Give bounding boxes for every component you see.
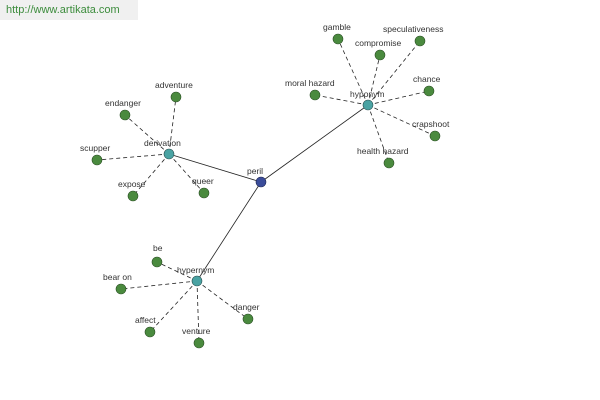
node-affect-dot[interactable] — [144, 326, 156, 338]
edge-hyponym-health-hazard — [367, 104, 390, 164]
node-gamble-dot[interactable] — [332, 33, 344, 45]
node-queer-label: queer — [192, 176, 214, 186]
node-scupper-label: scupper — [80, 143, 110, 153]
node-derivation-label: derivation — [144, 138, 181, 148]
edge-hypernym-be — [156, 261, 198, 282]
node-bear-on-dot[interactable] — [115, 283, 127, 295]
node-venture-dot[interactable] — [193, 337, 205, 349]
node-hypernym-dot[interactable] — [191, 275, 203, 287]
node-hypernym[interactable]: hypernym — [177, 265, 214, 287]
node-bear-on[interactable]: bear on — [103, 272, 132, 295]
node-danger-dot[interactable] — [242, 313, 254, 325]
edge-hyponym-gamble — [337, 38, 369, 106]
node-crapshoot-dot[interactable] — [429, 130, 441, 142]
node-chance[interactable]: chance — [413, 74, 441, 97]
node-be-dot[interactable] — [151, 256, 163, 268]
node-hyponym-dot[interactable] — [362, 99, 374, 111]
node-moral-hazard-dot[interactable] — [309, 89, 321, 101]
node-affect[interactable]: affect — [135, 315, 156, 338]
node-be[interactable]: be — [151, 243, 163, 268]
node-compromise[interactable]: compromise — [355, 38, 402, 61]
node-health-hazard-dot[interactable] — [383, 157, 395, 169]
node-speculativeness-dot[interactable] — [414, 35, 426, 47]
edge-peril-hyponym — [260, 104, 369, 183]
edge-hypernym-venture — [196, 280, 200, 344]
node-queer-dot[interactable] — [198, 187, 210, 199]
node-endanger-label: endanger — [105, 98, 141, 108]
edge-hypernym-danger — [196, 280, 249, 320]
node-scupper-dot[interactable] — [91, 154, 103, 166]
node-expose[interactable]: expose — [118, 179, 146, 202]
edge-derivation-expose — [132, 153, 170, 197]
node-derivation-dot[interactable] — [163, 148, 175, 160]
watermark-url: http://www.artikata.com — [0, 0, 138, 20]
edges — [96, 38, 436, 344]
node-hypernym-label: hypernym — [177, 265, 214, 275]
node-venture-label: venture — [182, 326, 211, 336]
edge-hyponym-chance — [367, 90, 430, 106]
node-peril[interactable]: peril — [247, 166, 267, 188]
node-health-hazard-label: health hazard — [357, 146, 409, 156]
node-venture[interactable]: venture — [182, 326, 211, 349]
node-moral-hazard[interactable]: moral hazard — [285, 78, 335, 101]
node-chance-label: chance — [413, 74, 441, 84]
edge-peril-derivation — [168, 153, 262, 183]
edge-hypernym-affect — [149, 280, 198, 333]
node-peril-dot[interactable] — [255, 176, 267, 188]
edge-peril-hypernym — [196, 181, 262, 282]
node-danger[interactable]: danger — [233, 302, 260, 325]
node-danger-label: danger — [233, 302, 260, 312]
edge-derivation-adventure — [168, 96, 177, 155]
node-expose-dot[interactable] — [127, 190, 139, 202]
node-adventure[interactable]: adventure — [155, 80, 193, 103]
edge-hyponym-moral-hazard — [314, 94, 369, 106]
node-adventure-dot[interactable] — [170, 91, 182, 103]
node-hyponym[interactable]: hyponym — [350, 89, 385, 111]
nodes: gamble speculativeness compromise moral haz… — [80, 22, 450, 349]
node-derivation[interactable]: derivation — [144, 138, 181, 160]
node-adventure-label: adventure — [155, 80, 193, 90]
node-compromise-dot[interactable] — [374, 49, 386, 61]
edge-derivation-queer — [168, 153, 205, 194]
node-speculativeness-label: speculativeness — [383, 24, 443, 34]
node-health-hazard[interactable]: health hazard — [357, 146, 409, 169]
node-gamble[interactable]: gamble — [323, 22, 351, 45]
edge-hypernym-bear-on — [120, 280, 198, 290]
node-queer[interactable]: queer — [192, 176, 214, 199]
node-gamble-label: gamble — [323, 22, 351, 32]
edge-hyponym-compromise — [367, 54, 381, 106]
node-moral-hazard-label: moral hazard — [285, 78, 335, 88]
node-hyponym-label: hyponym — [350, 89, 385, 99]
node-scupper[interactable]: scupper — [80, 143, 110, 166]
node-crapshoot[interactable]: crapshoot — [412, 119, 450, 142]
edge-hyponym-crapshoot — [367, 104, 436, 137]
node-expose-label: expose — [118, 179, 146, 189]
node-chance-dot[interactable] — [423, 85, 435, 97]
edge-derivation-endanger — [124, 114, 170, 155]
node-endanger[interactable]: endanger — [105, 98, 141, 121]
node-speculativeness[interactable]: speculativeness — [383, 24, 443, 47]
node-compromise-label: compromise — [355, 38, 402, 48]
node-be-label: be — [153, 243, 163, 253]
edge-derivation-scupper — [96, 153, 170, 161]
node-peril-label: peril — [247, 166, 263, 176]
node-bear-on-label: bear on — [103, 272, 132, 282]
node-crapshoot-label: crapshoot — [412, 119, 450, 129]
node-endanger-dot[interactable] — [119, 109, 131, 121]
node-affect-label: affect — [135, 315, 156, 325]
